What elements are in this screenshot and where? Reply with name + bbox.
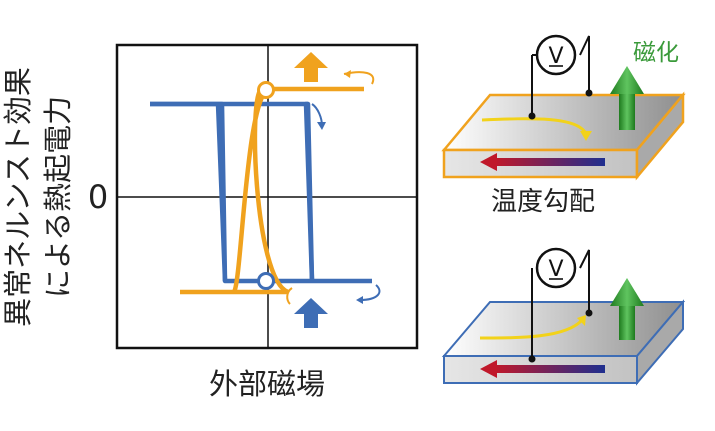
- slab-side-face-bottom: [636, 299, 684, 386]
- flow-arrowhead-bottom: [577, 315, 586, 326]
- y-axis-label-line1: 異常ネルンスト効果: [1, 67, 35, 327]
- voltmeter-bottom: [535, 247, 577, 289]
- blue-hysteresis-loop: [150, 101, 372, 284]
- x-axis-label: 外部磁場: [209, 367, 325, 401]
- voltmeter-top: [535, 34, 577, 76]
- magnetization-arrowhead-top: [610, 66, 644, 94]
- hysteresis-plot: 異常ネルンスト効果 による熱起電力 0 外部磁場: [1, 43, 419, 401]
- voltmeter-wire-right-bottom: [579, 249, 590, 313]
- gradient-arrow-shaft-bottom: [495, 365, 605, 373]
- y-axis-label-line2: による熱起電力: [41, 96, 75, 298]
- contact-left-bottom: [528, 355, 536, 363]
- gradient-arrowhead-bottom: [480, 360, 497, 378]
- zero-field-point-top: [257, 81, 275, 99]
- zero-field-point-bottom: [257, 272, 275, 290]
- contact-left-top: [528, 112, 536, 120]
- magnetization-arrow-shaft-top: [619, 92, 635, 130]
- orange-sweep-arrowhead-top: [344, 70, 351, 78]
- voltmeter-wire-right-top: [579, 35, 590, 93]
- orange-hysteresis-loop: [180, 86, 364, 295]
- blue-sweep-arrowhead-top: [317, 122, 326, 130]
- slab-side-face-top: [635, 91, 685, 181]
- gradient-arrowhead-top: [480, 153, 497, 171]
- contact-right-top: [585, 89, 593, 97]
- device-top: V 磁化 温度勾配: [441, 34, 686, 217]
- zero-tick-label: 0: [88, 178, 108, 216]
- flow-arrowhead-top: [580, 131, 592, 141]
- magnetization-up-arrow: [294, 52, 328, 82]
- blue-hysteresis-loop-top: [150, 101, 315, 282]
- flow-arrow-bottom: [479, 318, 584, 340]
- blue-sweep-arrowhead-bottom: [356, 296, 363, 304]
- voltmeter-symbol-top: V: [548, 44, 563, 69]
- gradient-arrow-shaft-top: [495, 158, 605, 166]
- magnetization-arrow-shaft-bottom: [619, 304, 635, 340]
- orange-sweep-arrow-bottom: [286, 287, 293, 305]
- temperature-gradient-label: 温度勾配: [491, 187, 595, 217]
- voltmeter-symbol-bottom: V: [548, 257, 563, 282]
- magnetization-down-arrow: [294, 298, 328, 328]
- contact-right-bottom: [585, 309, 593, 317]
- device-bottom: V: [441, 247, 686, 386]
- magnetization-label: 磁化: [633, 40, 679, 66]
- magnetization-arrowhead-bottom: [610, 278, 644, 306]
- blue-sweep-arrow-bottom: [359, 284, 381, 301]
- flow-arrow-top: [481, 117, 588, 135]
